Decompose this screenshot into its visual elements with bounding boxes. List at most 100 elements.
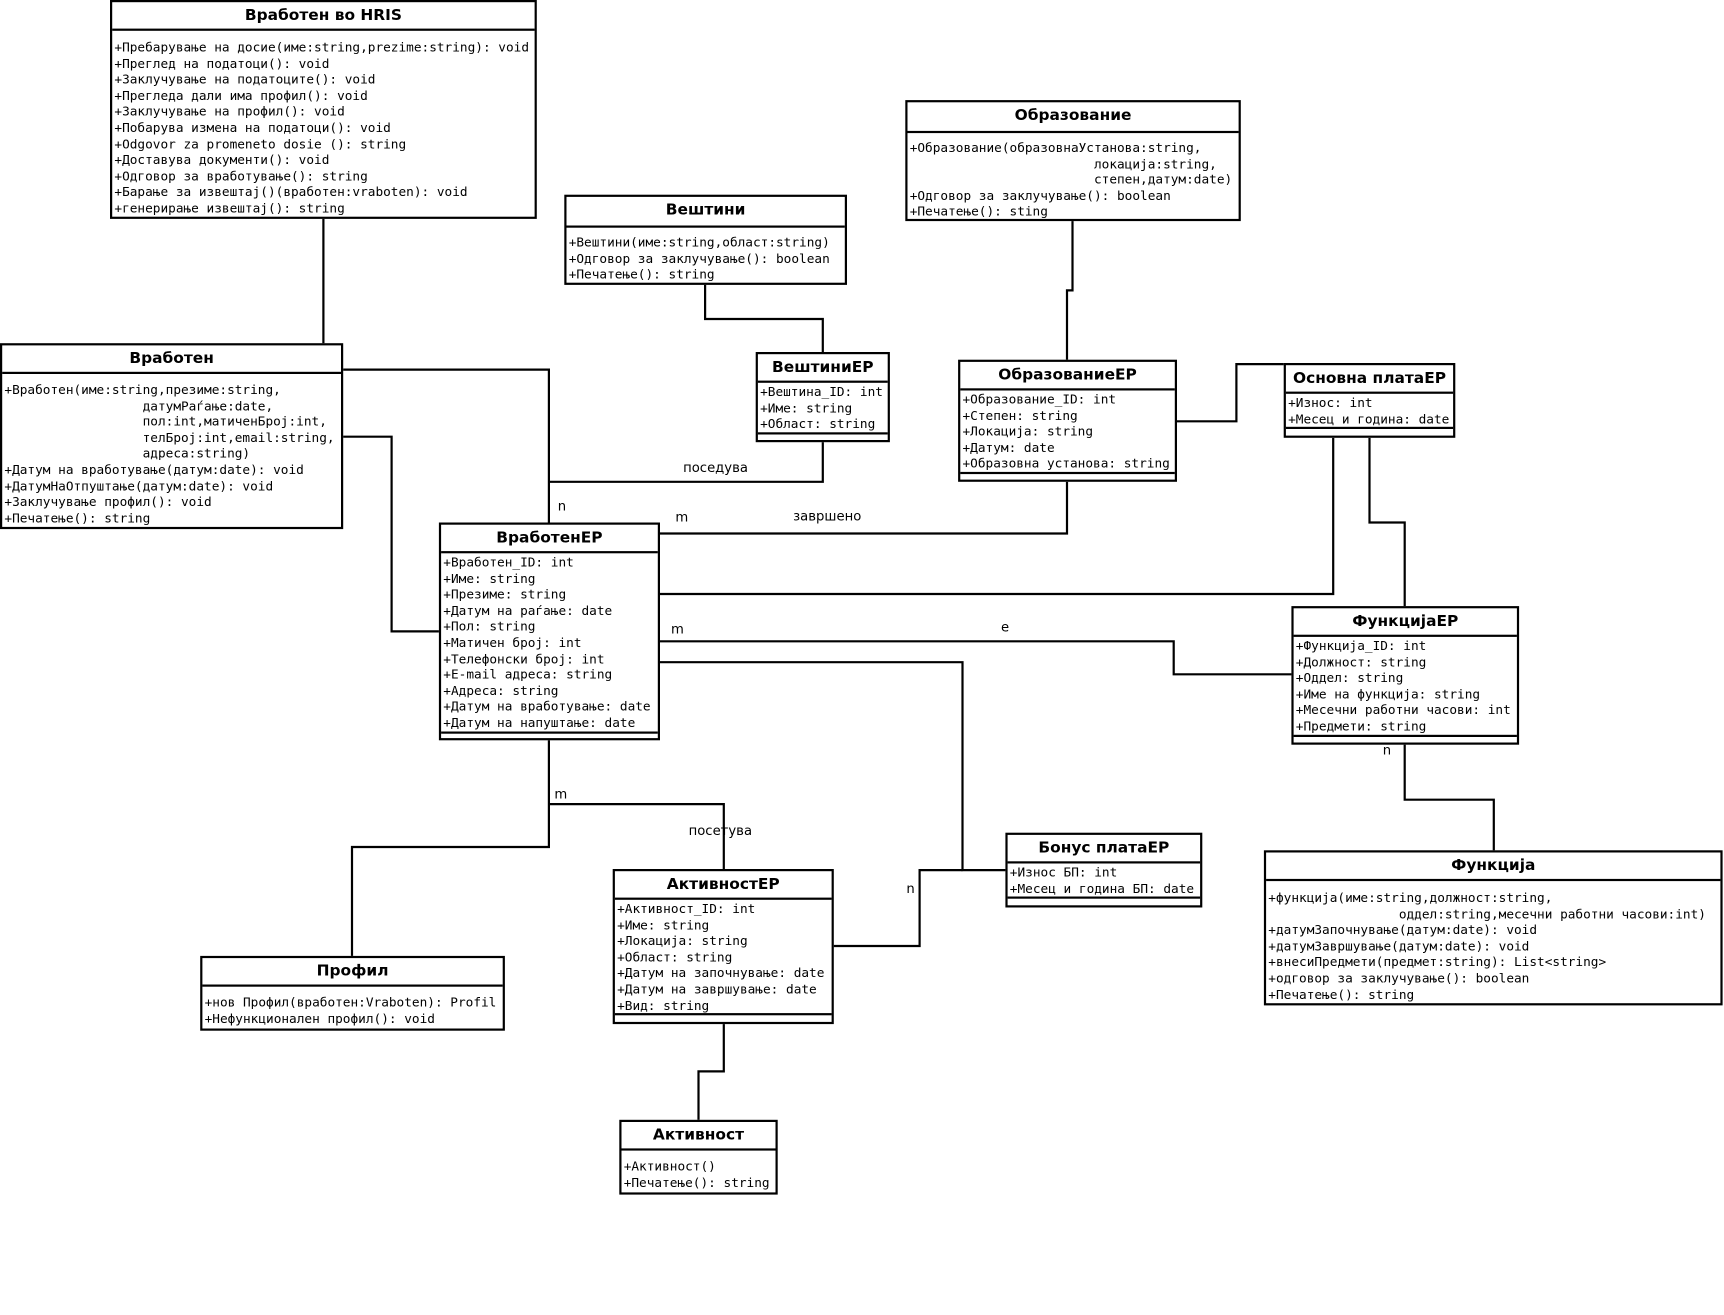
class-title: Профил [202,958,503,987]
class-method: +Побарува измена на податоци(): void [114,119,391,136]
class-attribute: +Име: string [443,570,536,586]
class-attributes: +Вработен_ID: int+Име: string+Презиме: s… [441,553,658,734]
class-method: +функција(име:string,должност:string, [1268,889,1553,906]
class-attribute: +Датум: date [962,439,1055,456]
line-obrazovanie-obrazovanieEP [1065,220,1074,361]
class-attribute: +Адреса: string [443,682,559,699]
class-attributes: +Активност_ID: int+Име: string+Локација:… [614,900,832,1016]
label-multiplicity-m: m [554,786,568,802]
line-aktivnostEP-bonus [832,869,963,948]
class-method: +Заклучување на податоците(): void [114,71,376,88]
class-method: степен,датум:date) [909,171,1233,188]
class-attribute: +Локација: string [962,423,1094,440]
class-vraboten-vo-hris: Вработен во HRIS +Пребарување на досие(и… [110,0,537,219]
class-title: Бонус платаЕР [1007,835,1201,864]
label-multiplicity-m: m [675,509,689,525]
line-funkcijaEP-funkcija [1403,743,1495,852]
class-funkcija: Функција +функција(име:string,должност:s… [1263,850,1723,1006]
class-attribute: +Име на функција: string [1295,686,1481,702]
class-attribute: +Пол: string [443,618,536,635]
label-posetuva: посетува [688,822,753,839]
class-osnovna-plata: Основна платаЕР +Износ: int+Месец и годи… [1283,363,1456,438]
class-attribute: +Презиме: string [443,586,567,602]
class-attribute: +Област: string [617,949,733,965]
class-method: +Печатење(): string [568,266,715,282]
class-method: +Одговор за вработување(): string [114,168,368,184]
class-method: датумРаѓање:date, [4,397,274,414]
line-vestini-vestiniEP [704,283,824,354]
class-attribute: +E-mail адреса: string [443,666,613,683]
line-vrabotenEP-bonus [658,661,1007,872]
label-multiplicity-n: n [557,498,567,514]
class-attribute: +Оддел: string [1295,670,1404,686]
line-vestiniEP-vrabotenEP [548,441,824,483]
class-title: Образование [907,102,1239,134]
class-attribute: +Датум на раѓање: date [443,602,613,618]
class-attribute: +Активност_ID: int [617,900,756,917]
class-method: +Датум на вработување(датум:date): void [4,461,304,478]
class-methods: +Вработен(име:string,презиме:string, дат… [2,374,341,526]
class-method: +Вработен(име:string,презиме:string, [4,381,281,398]
class-method: телБрој:int,email:string, [4,429,335,446]
class-methods: +Образование(образовнаУстанова:string, л… [908,133,1239,220]
class-attribute: +Име: string [760,399,853,416]
class-title: АктивностЕР [614,871,832,900]
line-vrabotenEP-aktivnostEP [548,803,725,871]
class-method: +Вештини(име:string,област:string) [568,234,830,250]
class-attribute: +Име: string [617,916,710,933]
class-title: ОбразованиеЕР [960,362,1175,391]
class-method: адреса:string) [4,445,251,462]
class-method: +Печатење(): string [623,1174,770,1190]
line-vrabotenEP-profil [350,739,551,958]
line-vrabotenEP-funkcijaEP [658,640,1293,676]
class-attribute: +Образование_ID: int [962,391,1117,407]
class-title: ФункцијаЕР [1293,608,1517,637]
class-vestini: Вештини +Вештини(име:string,област:strin… [564,194,847,285]
class-methods: +нов Профил(вработен:Vraboten): Profil+Н… [202,987,502,1027]
class-attribute: +Месечни работни часови: int [1295,702,1511,718]
label-multiplicity-n: n [906,881,915,897]
class-title: Вработен во HRIS [112,2,535,31]
class-aktivnostEP: АктивностЕР +Активност_ID: int+Име: stri… [612,869,834,1025]
class-method: +внесиПредмети(предмет:string): List<str… [1268,954,1607,970]
class-attribute: +Вид: string [617,997,710,1013]
line-osnovna-funkcijaEP [1368,437,1406,608]
class-method: +ДатумНаОтпуштање(датум:date): void [4,478,274,494]
class-title: Вештини [566,197,845,228]
class-method: +Нефункционален профил(): void [204,1010,435,1026]
class-method: пол:int,матиченБрој:int, [4,413,327,430]
line-obrazovanieEP-osnovna [1175,363,1285,423]
class-title: Основна платаЕР [1285,365,1454,394]
class-bonus-plata: Бонус платаЕР +Износ БП: int+Месец и год… [1005,832,1203,908]
class-attributes: +Износ БП: int+Месец и година БП: date [1007,864,1201,899]
class-methods: +Вештини(име:string,област:string)+Одгов… [567,228,845,283]
class-method: +нов Профил(вработен:Vraboten): Profil [204,994,497,1010]
class-method: оддел:string,месечни работни часови:int) [1268,905,1706,922]
class-title: Функција [1266,853,1721,882]
class-attribute: +Износ БП: int [1009,864,1118,880]
class-method: +Барање за извештај()(вработен:vraboten)… [114,184,468,200]
class-attributes: +Образование_ID: int+Степен: string+Лока… [960,391,1175,475]
class-attribute: +Месец и година: date [1288,410,1450,427]
class-title: ВештиниЕР [757,354,888,383]
class-attribute: +Датум на завршување: date [617,981,817,997]
class-attribute: +Месец и година БП: date [1009,880,1195,897]
class-attributes: +Износ: int+Месец и година: date [1285,394,1454,430]
class-method: +Одговор за заклучување(): boolean [568,250,830,266]
line-osnovna-vrabotenEP [658,437,1335,596]
class-method: +Одговор за заклучување(): boolean [909,187,1171,204]
class-attributes: +Функција_ID: int+Должност: string+Оддел… [1293,637,1517,737]
line-vraboten-vrabotenEP-side [341,435,441,633]
class-method: +Пребарување на досие(име:string,prezime… [114,39,530,55]
class-method: +Активност() [623,1158,716,1174]
class-attribute: +Образовна установа: string [962,455,1170,472]
class-attribute: +Вештина_ID: int [760,383,883,400]
line-aktivnostEP-aktivnost [697,1023,725,1121]
class-vraboten: Вработен +Вработен(име:string,презиме:st… [0,343,344,530]
class-attribute: +Функција_ID: int [1295,638,1427,654]
class-method: локација:string, [909,155,1217,172]
label-multiplicity-m: m [671,621,684,637]
class-obrazovanieEP: ОбразованиеЕР +Образование_ID: int+Степе… [958,359,1177,482]
class-obrazovanie: Образование +Образование(образовнаУстано… [905,100,1241,222]
class-method: +Печатење(): string [4,510,151,526]
